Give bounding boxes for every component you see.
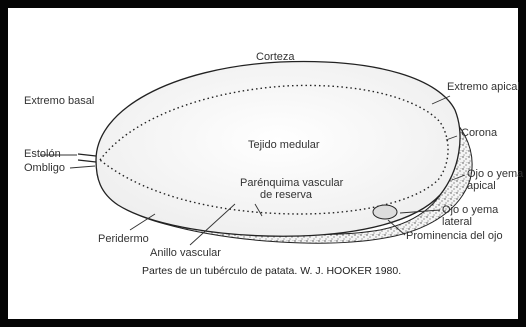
label-ojo-lateral-1: Ojo o yema	[442, 204, 499, 216]
label-corona: Corona	[461, 127, 498, 139]
label-prominencia: Prominencia del ojo	[406, 230, 503, 242]
label-extremo-apical: Extremo apical	[447, 81, 520, 93]
label-estolon: Estolón	[24, 148, 61, 160]
label-ombligo: Ombligo	[24, 162, 65, 174]
label-ojo-apical-2: apical	[467, 180, 496, 192]
label-extremo-basal: Extremo basal	[24, 95, 94, 107]
lateral-eye	[373, 205, 397, 219]
label-corteza: Corteza	[256, 51, 295, 63]
label-ojo-lateral-2: lateral	[442, 216, 472, 228]
label-tejido-medular: Tejido medular	[248, 139, 320, 151]
label-parenquima-2: de reserva	[260, 189, 313, 201]
figure-caption: Partes de un tubérculo de patata. W. J. …	[142, 265, 401, 277]
label-ojo-apical-1: Ojo o yema	[467, 168, 524, 180]
label-anillo-vascular: Anillo vascular	[150, 247, 221, 259]
label-peridermo: Peridermo	[98, 233, 149, 245]
estolon-stub	[78, 154, 96, 162]
label-parenquima-1: Parénquima vascular	[240, 177, 344, 189]
